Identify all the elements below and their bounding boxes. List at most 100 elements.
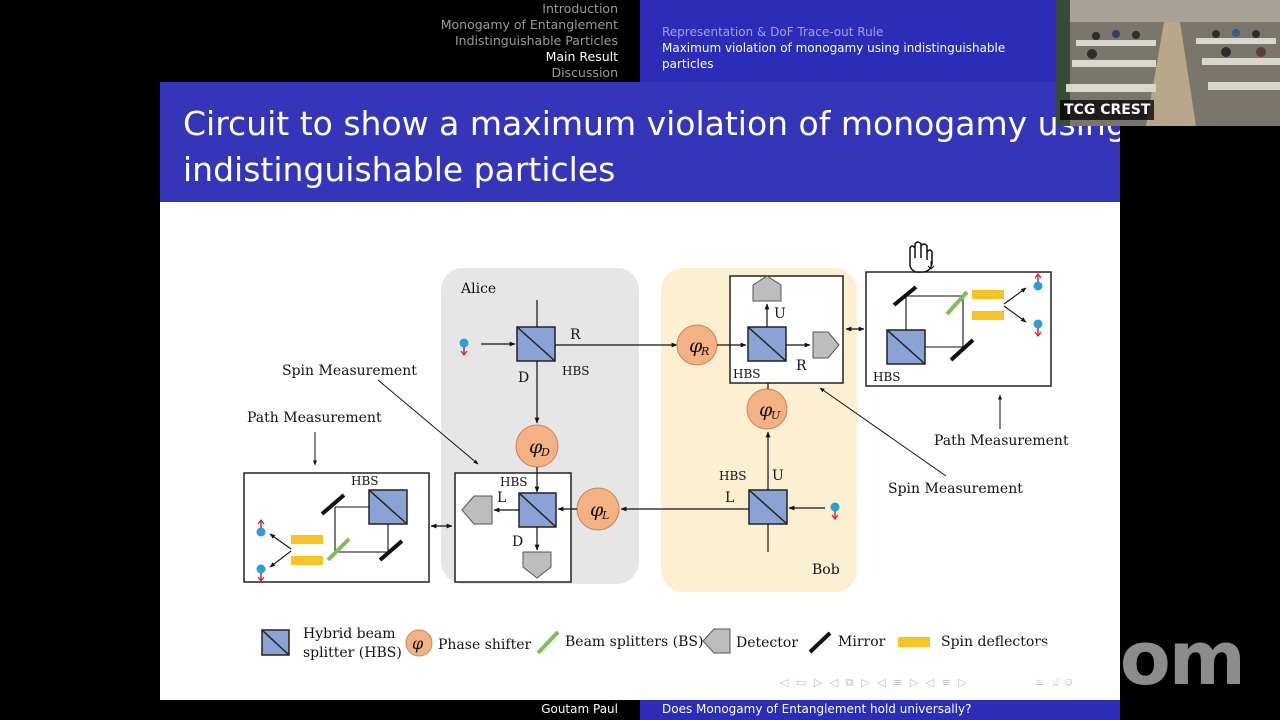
alice-detector-bottom <box>522 551 552 579</box>
spin-measurement-arrow-left <box>377 379 479 465</box>
right-box-hbs-label: HBS <box>873 370 901 384</box>
slide-title-line-2: indistinguishable particles <box>183 150 616 189</box>
left-box-spin-deflector-1 <box>291 535 323 544</box>
svg-text:φ: φ <box>529 436 543 458</box>
bob-label: Bob <box>812 562 840 578</box>
slide: Circuit to show a maximum violation of m… <box>160 82 1120 700</box>
right-box-spin-deflector-2 <box>972 311 1004 320</box>
right-path-measurement-box <box>865 271 1052 387</box>
legend-phase-shifter-icon: φ <box>405 629 433 657</box>
alice-top-hbs <box>516 326 556 362</box>
footer-author: Goutam Paul <box>541 702 618 716</box>
nav-section-discussion[interactable]: Discussion <box>551 65 618 80</box>
svg-text:R: R <box>700 345 709 358</box>
left-box-out-down <box>269 550 292 568</box>
legend: Hybrid beam splitter (HBS) φ Phase shift… <box>261 626 1048 661</box>
svg-text:φ: φ <box>759 399 773 421</box>
nav-subsection-representation[interactable]: Representation & DoF Trace-out Rule <box>662 25 884 39</box>
spin-measurement-arrow-right <box>819 387 947 477</box>
right-box-out-down <box>1003 305 1027 323</box>
right-box-hbs <box>886 329 926 365</box>
alice-port-r: R <box>570 327 581 343</box>
right-box-mirror-2 <box>949 338 975 362</box>
bob-bottom-port-u: U <box>772 468 784 484</box>
right-box-out-up <box>1003 287 1027 305</box>
legend-mirror-icon <box>808 631 832 654</box>
bob-detector-top <box>752 275 782 302</box>
svg-text:φ: φ <box>689 335 703 357</box>
path-measurement-label-right: Path Measurement <box>934 433 1069 449</box>
footer-author-bar: Goutam Paul <box>160 700 640 720</box>
bob-bottom-hbs <box>748 489 788 525</box>
nav-subsection-maximum-violation[interactable]: Maximum violation of monogamy using indi… <box>662 41 1006 71</box>
alice-bottom-port-l: L <box>497 490 506 506</box>
spin-measurement-label-left: Spin Measurement <box>282 363 417 379</box>
hand-cursor-icon <box>909 241 935 273</box>
legend-hbs-line2: splitter (HBS) <box>303 645 402 661</box>
phase-shifter-d: φ D <box>515 424 559 468</box>
nav-section-main-result[interactable]: Main Result <box>545 49 618 64</box>
bob-bottom-hbs-label: HBS <box>719 469 747 483</box>
svg-text:L: L <box>601 509 609 522</box>
svg-text:φ: φ <box>590 499 604 521</box>
svg-text:φ: φ <box>412 634 424 653</box>
nav-section-introduction[interactable]: Introduction <box>542 1 618 16</box>
bob-top-port-u: U <box>774 306 786 322</box>
webcam-participant-label: TCG CREST <box>1060 100 1155 120</box>
left-box-out-up <box>269 533 292 550</box>
left-box-hbs <box>368 489 408 525</box>
footer-talk-title: Does Monogamy of Entanglement hold unive… <box>662 702 972 716</box>
svg-text:D: D <box>540 446 550 459</box>
spin-measurement-label-right: Spin Measurement <box>888 481 1023 497</box>
webcam-video-tile[interactable]: TCG CREST <box>1056 0 1280 126</box>
left-box-mirror-1 <box>320 493 346 516</box>
left-box-spin-deflector-2 <box>291 556 323 565</box>
svg-text:U: U <box>771 409 781 422</box>
right-box-spin-up-icon <box>1033 273 1043 291</box>
right-box-spin-down-icon <box>1033 319 1043 337</box>
left-box-mirror-2 <box>378 539 404 562</box>
legend-detector-label: Detector <box>736 635 798 651</box>
legend-spin-deflector-label: Spin deflectors <box>941 634 1048 650</box>
path-measurement-label-left: Path Measurement <box>247 410 382 426</box>
left-box-spin-up-icon <box>256 519 266 537</box>
footer-title-bar: Does Monogamy of Entanglement hold unive… <box>640 700 1120 720</box>
legend-hbs-icon <box>261 629 290 656</box>
alice-top-hbs-label: HBS <box>562 364 590 378</box>
beamer-navigation-controls[interactable]: ◁ ▭ ▷ ◁ ⧉ ▷ ◁ ≡ ▷ ◁ ≡ ▷ ≡ ↺⟲ <box>780 676 1074 689</box>
bob-top-hbs <box>747 326 787 362</box>
nav-section-indistinguishable[interactable]: Indistinguishable Particles <box>454 33 618 48</box>
legend-hbs-line1: Hybrid beam <box>303 626 396 642</box>
legend-detector-icon <box>702 628 731 654</box>
nav-section-monogamy[interactable]: Monogamy of Entanglement <box>440 17 618 32</box>
header-section-nav: Introduction Monogamy of Entanglement In… <box>0 0 640 82</box>
alice-label: Alice <box>460 281 496 297</box>
legend-phase-shifter-label: Phase shifter <box>438 637 531 653</box>
legend-beam-splitter-icon <box>536 630 560 655</box>
bob-top-port-r: R <box>796 358 807 374</box>
right-box-mirror-1 <box>892 285 918 307</box>
legend-mirror-label: Mirror <box>838 634 886 650</box>
bob-top-hbs-label: HBS <box>733 367 761 381</box>
legend-beam-splitter-label: Beam splitters (BS) <box>565 634 703 650</box>
alice-detector-left <box>461 495 493 525</box>
alice-bottom-port-d: D <box>512 534 523 550</box>
circuit-diagram: Alice Bob R D HBS φ R φ D <box>243 241 1069 661</box>
bob-bottom-port-l: L <box>725 490 734 506</box>
left-box-spin-down-icon <box>256 564 266 582</box>
slide-title-bar: Circuit to show a maximum violation of m… <box>160 82 1120 202</box>
alice-port-d: D <box>518 370 529 386</box>
left-box-beam-splitter <box>326 537 351 562</box>
alice-bottom-hbs <box>518 492 557 528</box>
alice-spin-icon <box>459 338 469 356</box>
legend-spin-deflector-icon <box>898 637 930 647</box>
alice-bottom-hbs-label: HBS <box>500 475 528 489</box>
header-subsection-nav: Representation & DoF Trace-out Rule Maxi… <box>640 0 1056 82</box>
left-box-hbs-label: HBS <box>351 474 379 488</box>
bob-detector-right <box>812 331 840 359</box>
zoom-watermark-logo: zoom <box>1030 616 1246 702</box>
phase-shifter-u: φ U <box>746 388 788 430</box>
bob-spin-icon <box>830 502 840 520</box>
right-box-beam-splitter <box>945 290 969 316</box>
phase-shifter-r: φ R <box>676 324 718 366</box>
